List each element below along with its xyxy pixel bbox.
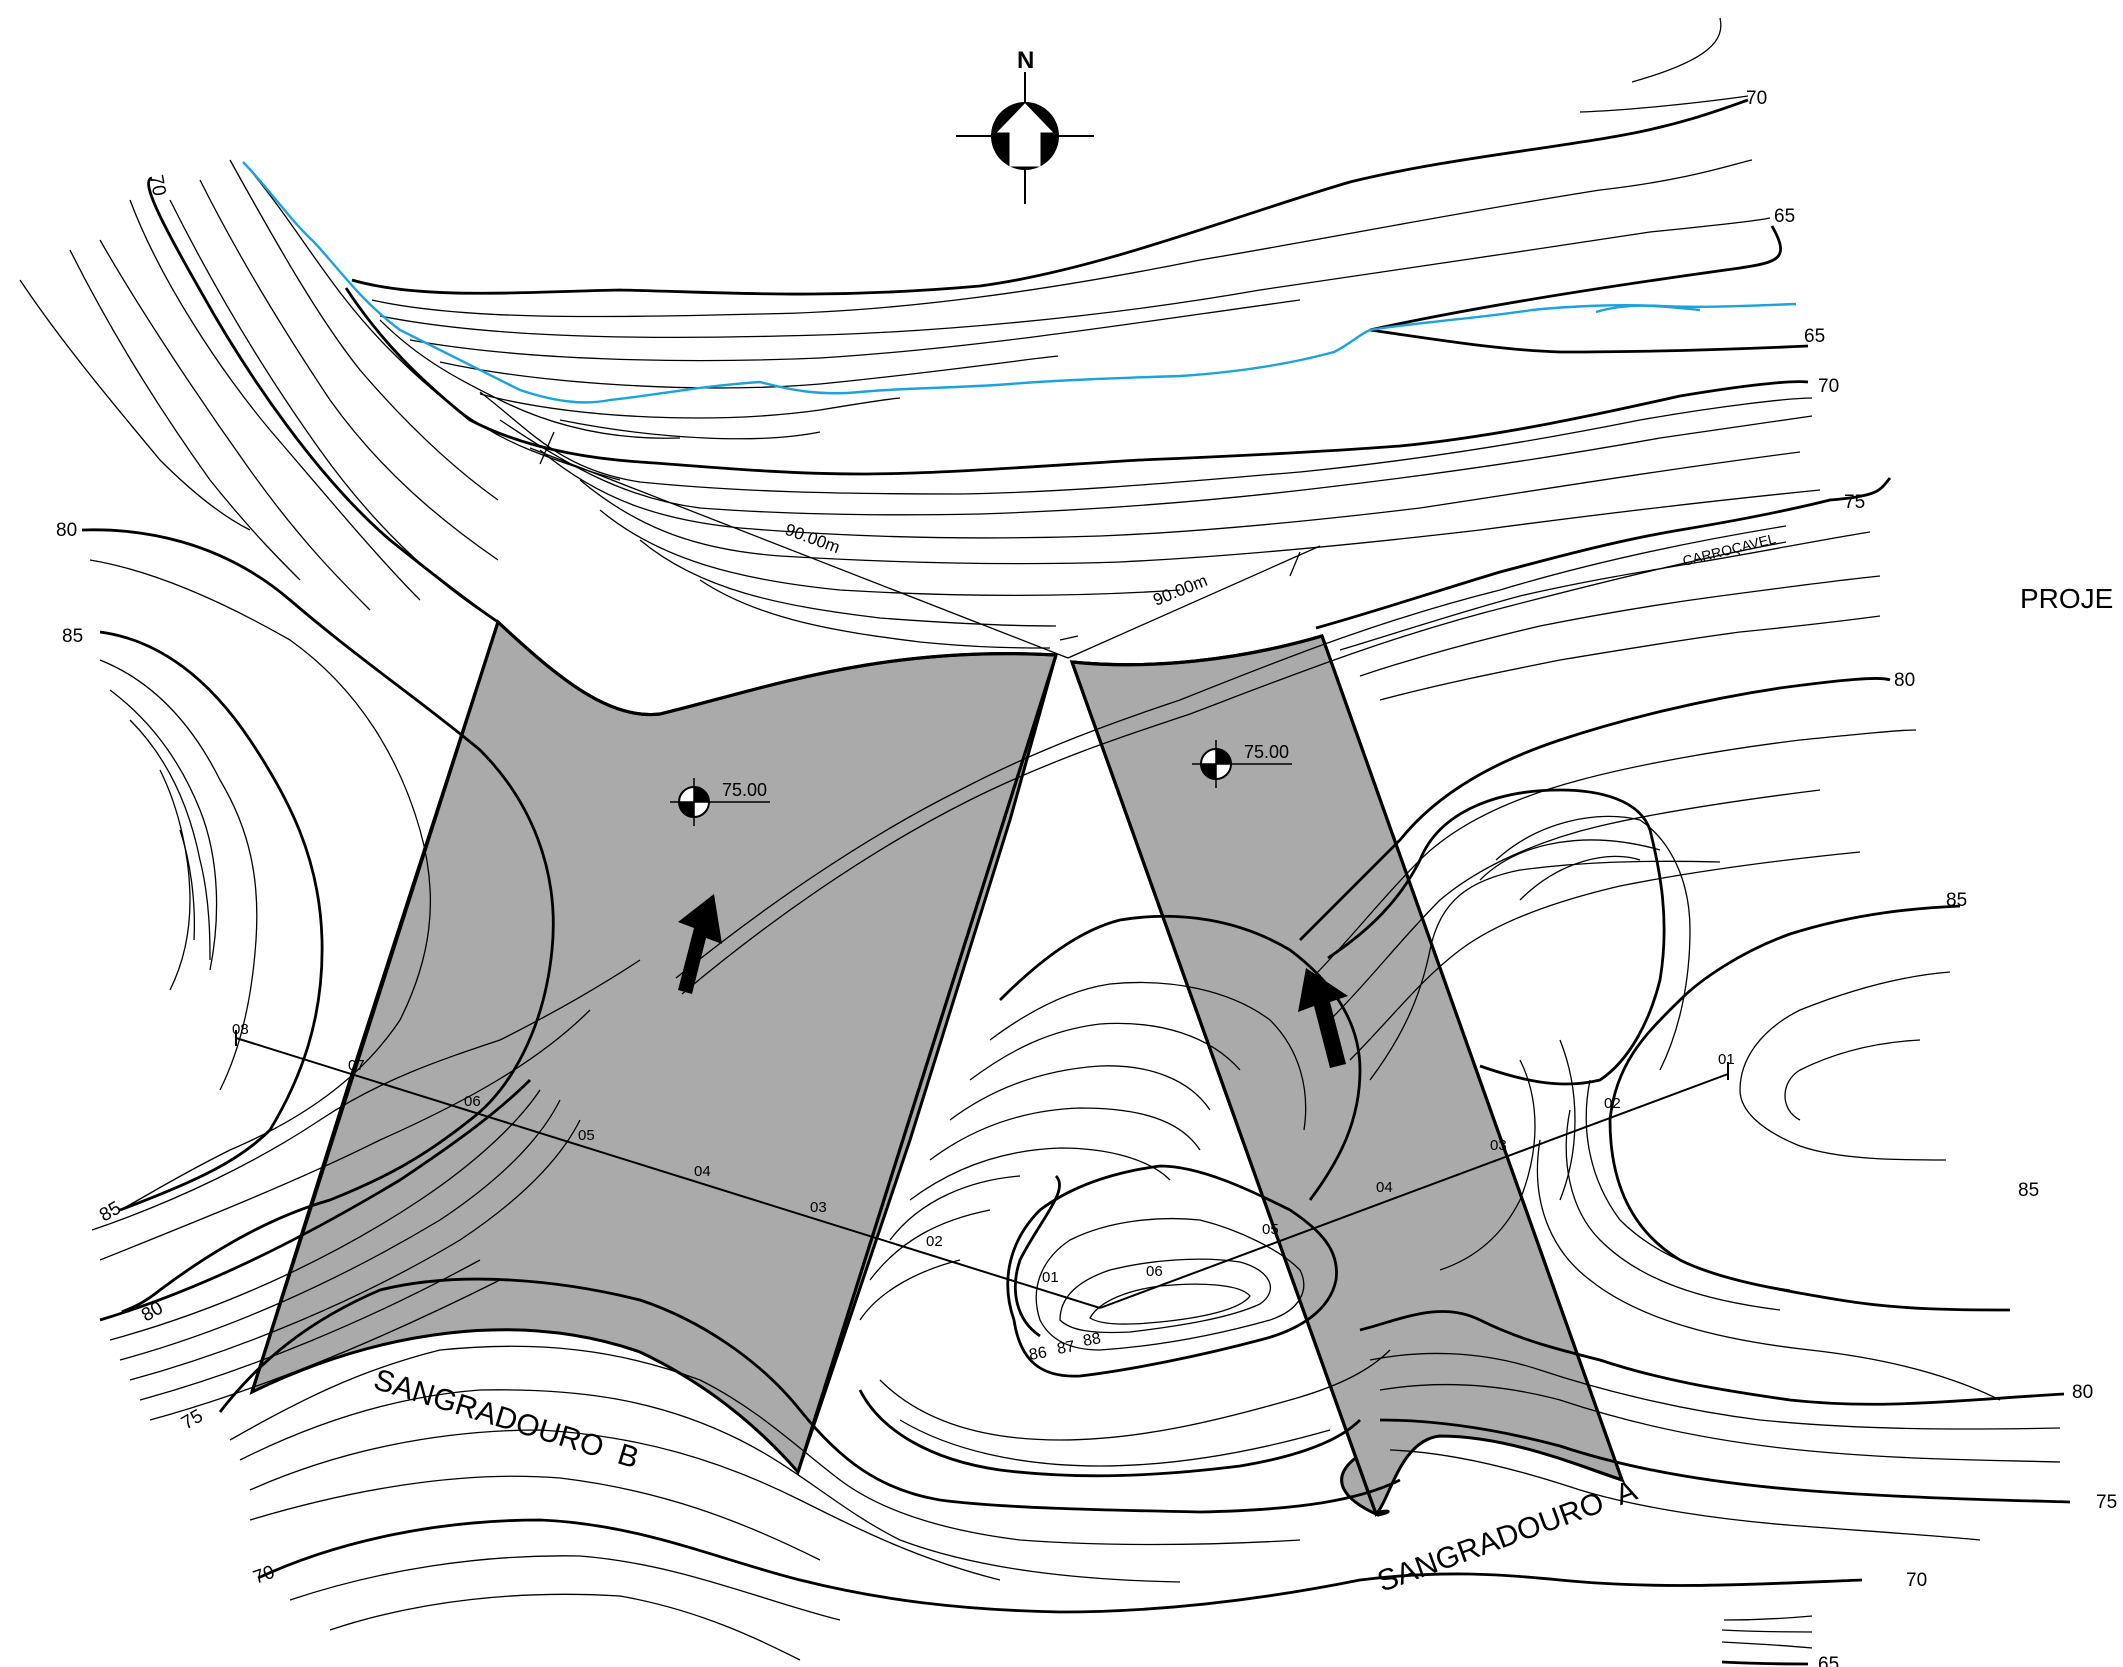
contour-label: 85 — [2018, 1180, 2039, 1201]
pad-edges — [250, 620, 1624, 1515]
spot-level-icon — [670, 778, 770, 826]
section-a-stations: 06 05 04 03 02 01 — [1146, 1051, 1735, 1280]
contour-label: 65 — [1774, 206, 1795, 227]
contour-label: 75 — [2096, 1492, 2117, 1513]
station-label: 06 — [464, 1093, 481, 1110]
station-label: 06 — [1146, 1263, 1163, 1280]
contour-label: 85 — [1946, 890, 1967, 911]
contour-label: 88 — [1082, 1330, 1103, 1350]
section-b-line — [235, 1030, 1101, 1309]
contour-label: 80 — [56, 520, 77, 541]
section-a-line — [1099, 1062, 1729, 1309]
dimension-label: 90.00m — [783, 520, 843, 557]
spillway-a-pad-body — [1069, 634, 1625, 1517]
contour-label: 70 — [1906, 1570, 1927, 1591]
flow-arrow-icon — [1298, 968, 1348, 1068]
station-label: 05 — [578, 1127, 595, 1144]
contour-label: 80 — [1894, 670, 1915, 691]
watercourse — [242, 161, 1797, 404]
contour-label: 75 — [178, 1406, 207, 1435]
spillway-b-label: SANGRADOURO B — [370, 1363, 643, 1475]
station-label: 02 — [926, 1233, 943, 1250]
station-label: 02 — [1604, 1095, 1621, 1112]
station-label: 01 — [1042, 1269, 1059, 1286]
station-label: 03 — [1490, 1137, 1507, 1154]
north-letter: N — [1017, 47, 1034, 74]
contour-label: 75 — [1844, 492, 1865, 513]
contour-label: 65 — [1804, 326, 1825, 347]
dimension-label: 90.00m — [1150, 571, 1210, 610]
contour-label: 87 — [1056, 1338, 1077, 1358]
contour-label: 70 — [251, 1562, 278, 1589]
flow-arrow-icon — [678, 894, 722, 994]
contours-east — [1299, 477, 2071, 1666]
spot-level-icon — [1192, 740, 1292, 788]
north-arrow-icon — [956, 72, 1094, 204]
contours-north — [19, 17, 1821, 649]
dimension-lines — [529, 431, 1321, 659]
spot-level-label: 75.00 — [722, 780, 767, 800]
station-label: 04 — [694, 1163, 711, 1180]
contour-label: 70 — [1746, 88, 1767, 109]
station-label: 07 — [348, 1057, 365, 1074]
section-b-stations: 08 07 06 05 04 03 02 01 — [232, 1021, 1059, 1286]
contour-label: 80 — [2072, 1382, 2093, 1403]
contour-label: 70 — [1818, 376, 1839, 397]
spillway-b-pad — [249, 619, 1058, 1475]
station-label: 08 — [232, 1021, 249, 1038]
station-label: 01 — [1718, 1051, 1735, 1068]
contour-label: 65 — [1818, 1654, 1839, 1667]
contour-label: 86 — [1028, 1344, 1049, 1364]
contours-hill — [858, 914, 1391, 1478]
contours-west — [81, 528, 1863, 1661]
station-label: 04 — [1376, 1179, 1393, 1196]
contour-label: 70 — [145, 173, 169, 197]
station-label: 05 — [1262, 1221, 1279, 1238]
road — [675, 525, 1787, 995]
contour-label: 85 — [62, 626, 83, 647]
spot-level-label: 75.00 — [1244, 742, 1289, 762]
spillway-a-label: SANGRADOURO A — [1373, 1474, 1641, 1599]
station-label: 03 — [810, 1199, 827, 1216]
title-fragment: PROJE — [2020, 583, 2113, 614]
contour-label: 85 — [96, 1198, 125, 1227]
